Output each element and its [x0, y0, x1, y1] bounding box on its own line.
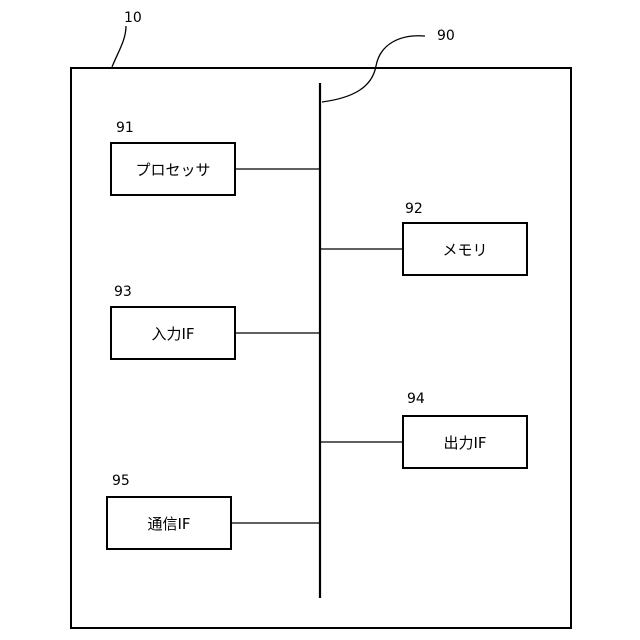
memory-ref-label: 92 — [405, 201, 423, 217]
system-ref-label: 10 — [124, 10, 142, 26]
processor-block: プロセッサ — [110, 142, 236, 196]
output-if-label: 出力IF — [443, 432, 486, 453]
bus-ref-label: 90 — [437, 28, 455, 44]
processor-label: プロセッサ — [135, 159, 210, 180]
system-leader-line — [112, 26, 126, 67]
input-if-label: 入力IF — [151, 323, 194, 344]
processor-ref-label: 91 — [116, 120, 134, 136]
input-if-block: 入力IF — [110, 306, 236, 360]
comm-if-block: 通信IF — [106, 496, 232, 550]
comm-if-label: 通信IF — [147, 513, 190, 534]
output-if-ref-label: 94 — [407, 391, 425, 407]
memory-block: メモリ — [402, 222, 528, 276]
memory-label: メモリ — [442, 239, 487, 260]
output-if-block: 出力IF — [402, 415, 528, 469]
input-if-ref-label: 93 — [114, 284, 132, 300]
comm-if-ref-label: 95 — [112, 473, 130, 489]
